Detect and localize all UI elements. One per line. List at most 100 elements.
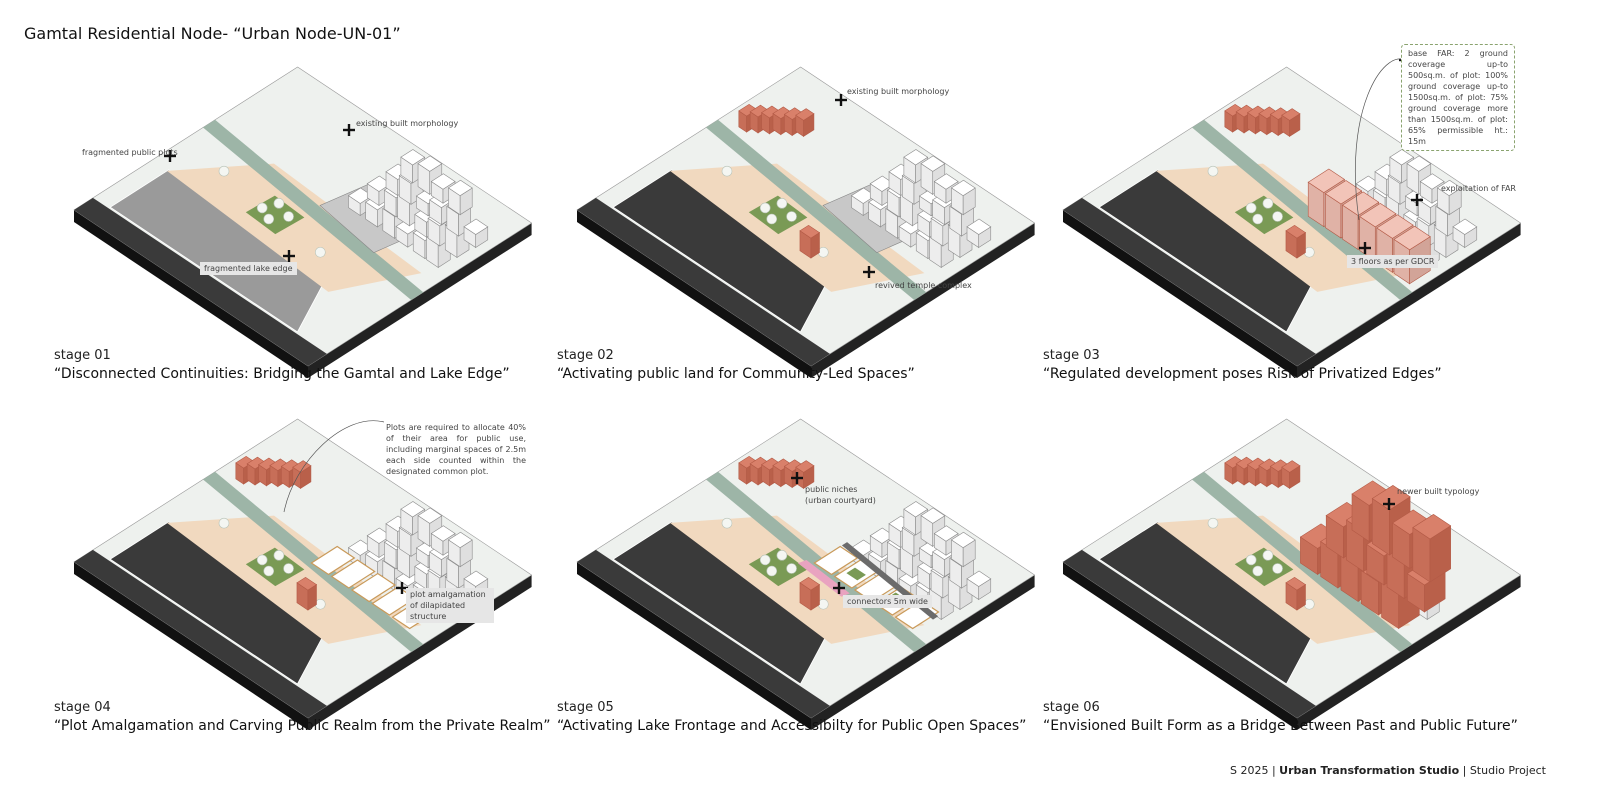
tree-icon [283, 563, 294, 574]
tree-icon [721, 517, 733, 529]
annotation-revived-temple: revived temple complex [875, 281, 972, 290]
plus-marker-icon [863, 266, 875, 278]
tree-icon [283, 211, 294, 222]
plus-marker-icon [1411, 194, 1423, 206]
stage-caption: “Plot Amalgamation and Carving Public Re… [54, 718, 551, 734]
stage-label: stage 01 [54, 348, 111, 363]
tree-icon [256, 202, 268, 214]
base-slab-side [1297, 575, 1521, 730]
heritage-building [795, 108, 815, 137]
tree-icon [273, 198, 285, 209]
existing-building [950, 179, 976, 216]
existing-building [966, 570, 992, 601]
stage-label: stage 04 [54, 700, 111, 715]
tree-icon [1207, 517, 1219, 529]
tree-icon [263, 213, 275, 225]
annotation-existing-morphology: existing built morphology [356, 119, 459, 128]
existing-building [1436, 179, 1462, 216]
sage-road [1192, 119, 1413, 300]
existing-building [463, 218, 489, 249]
footer-suffix: | Studio Project [1462, 764, 1546, 777]
tree-icon [218, 517, 230, 529]
annotation-existing-morphology: existing built morphology [847, 87, 950, 96]
stage-caption: “Disconnected Continuities: Bridging the… [54, 366, 510, 382]
axonometric-group [73, 66, 533, 378]
front-road [577, 549, 830, 718]
plus-marker-icon [283, 250, 295, 262]
tree-icon [766, 213, 778, 225]
front-road [577, 197, 830, 366]
footer-prefix: S 2025 | [1229, 764, 1276, 777]
plus-marker-icon [1383, 498, 1395, 510]
front-road [1063, 549, 1316, 718]
annotation-fragmented-public-plots: fragmented public plots [82, 148, 178, 157]
stage-caption: “Activating public land for Community-Le… [557, 366, 915, 382]
tree-icon [786, 563, 797, 574]
tree-icon [1262, 198, 1274, 209]
existing-building [966, 218, 992, 249]
stage-panel-03: base FAR: 2 ground coverage up-to 500sq.… [1043, 44, 1523, 430]
front-road [74, 197, 327, 366]
stage-caption: “Activating Lake Frontage and Accessibil… [557, 718, 1027, 734]
annotation-plot-amalgamation: plot amalgamation of dilapidated structu… [406, 588, 494, 623]
stage-panel-05: public niches (urban courtyard) connecto… [557, 418, 1037, 782]
plus-marker-icon [164, 150, 176, 162]
tree-icon [273, 550, 285, 561]
front-road [74, 549, 327, 718]
stage-03-axonometric [1062, 54, 1522, 378]
axonometric-group [576, 418, 1036, 730]
promenade [670, 163, 925, 292]
promenade [1156, 163, 1411, 292]
new-typology-block [1412, 514, 1452, 583]
base-slab-front [1063, 562, 1297, 730]
temple-building [799, 576, 821, 611]
stage-panel-02: existing built morphology revived temple… [557, 66, 1037, 430]
promenade [670, 515, 925, 644]
axonometric-group [1062, 54, 1522, 378]
footer-credit: S 2025 | Urban Transformation Studio | S… [1230, 764, 1546, 777]
tree-icon [759, 202, 771, 214]
stage-02-axonometric [576, 66, 1036, 378]
tree-icon [721, 165, 733, 177]
temple-building [799, 224, 821, 259]
annotation-connectors: connectors 5m wide [843, 595, 932, 608]
amalgamated-plot [310, 545, 356, 576]
tree-icon [1252, 565, 1264, 577]
temple-building [296, 576, 318, 611]
tree-icon [263, 565, 275, 577]
stage-01-axonometric [73, 66, 533, 378]
tree-icon [817, 598, 829, 610]
sheet-title: Gamtal Residential Node- “Urban Node-UN-… [24, 24, 401, 43]
stage-label: stage 06 [1043, 700, 1100, 715]
tree-icon [1245, 554, 1257, 566]
tree-icon [1207, 165, 1219, 177]
sage-road [706, 119, 927, 300]
stage-caption: “Envisioned Built Form as a Bridge Betwe… [1043, 718, 1518, 734]
tree-icon [314, 598, 326, 610]
tree-icon [314, 246, 326, 258]
tree-icon [817, 246, 829, 258]
stage-label: stage 02 [557, 348, 614, 363]
tree-icon [1252, 213, 1264, 225]
tree-icon [1262, 550, 1274, 561]
promenade [1156, 515, 1411, 644]
stage-label: stage 05 [557, 700, 614, 715]
amalgamated-plot [330, 559, 376, 589]
callout-arc [283, 420, 385, 513]
promenade [167, 163, 422, 292]
tree-icon [1303, 246, 1315, 258]
tree-icon [776, 550, 788, 561]
axonometric-group [576, 66, 1036, 378]
base-slab-side [308, 223, 532, 378]
base-slab-front [74, 562, 308, 730]
stage-panel-06: newer built typology stage 06 “Envisione… [1043, 418, 1523, 782]
tree-icon [1272, 211, 1283, 222]
stage-label: stage 03 [1043, 348, 1100, 363]
axonometric-group [73, 418, 533, 730]
footer-studio: Urban Transformation Studio [1279, 764, 1460, 777]
base-slab-side [811, 223, 1035, 378]
heritage-building [1281, 108, 1301, 137]
tree-icon [218, 165, 230, 177]
base-slab-front [577, 210, 811, 378]
stage-04-axonometric [73, 418, 533, 730]
